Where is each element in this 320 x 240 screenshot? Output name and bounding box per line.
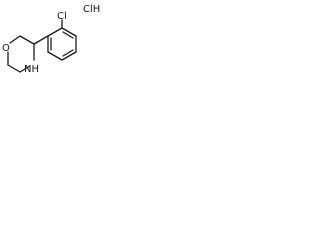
bond-ar5-ar6 (47, 51, 63, 61)
molecule-structure: ClH O NH Cl (2, 4, 100, 75)
morpholine-oxygen-label: O (2, 43, 10, 54)
bond-c3-aryl (33, 35, 49, 45)
bond-n-c5 (19, 65, 31, 73)
bond-o-c2 (9, 35, 21, 44)
bond-ar4-ar5 (61, 51, 77, 61)
bond-ar1-ar2 (47, 27, 63, 37)
morpholine-ring (7, 35, 35, 73)
double-bond-ar2-ar3 (62, 31, 74, 39)
double-bond-ar4-ar5 (62, 49, 74, 57)
morpholine-nitrogen-label: NH (24, 64, 39, 75)
aryl-chlorine-label: Cl (57, 11, 67, 22)
bond-ar2-ar3 (61, 27, 77, 37)
bond-c2-c3 (19, 35, 35, 45)
benzene-ring (47, 27, 77, 61)
hydrochloride-label: ClH (83, 4, 100, 15)
bond-c5-c6 (7, 64, 21, 73)
